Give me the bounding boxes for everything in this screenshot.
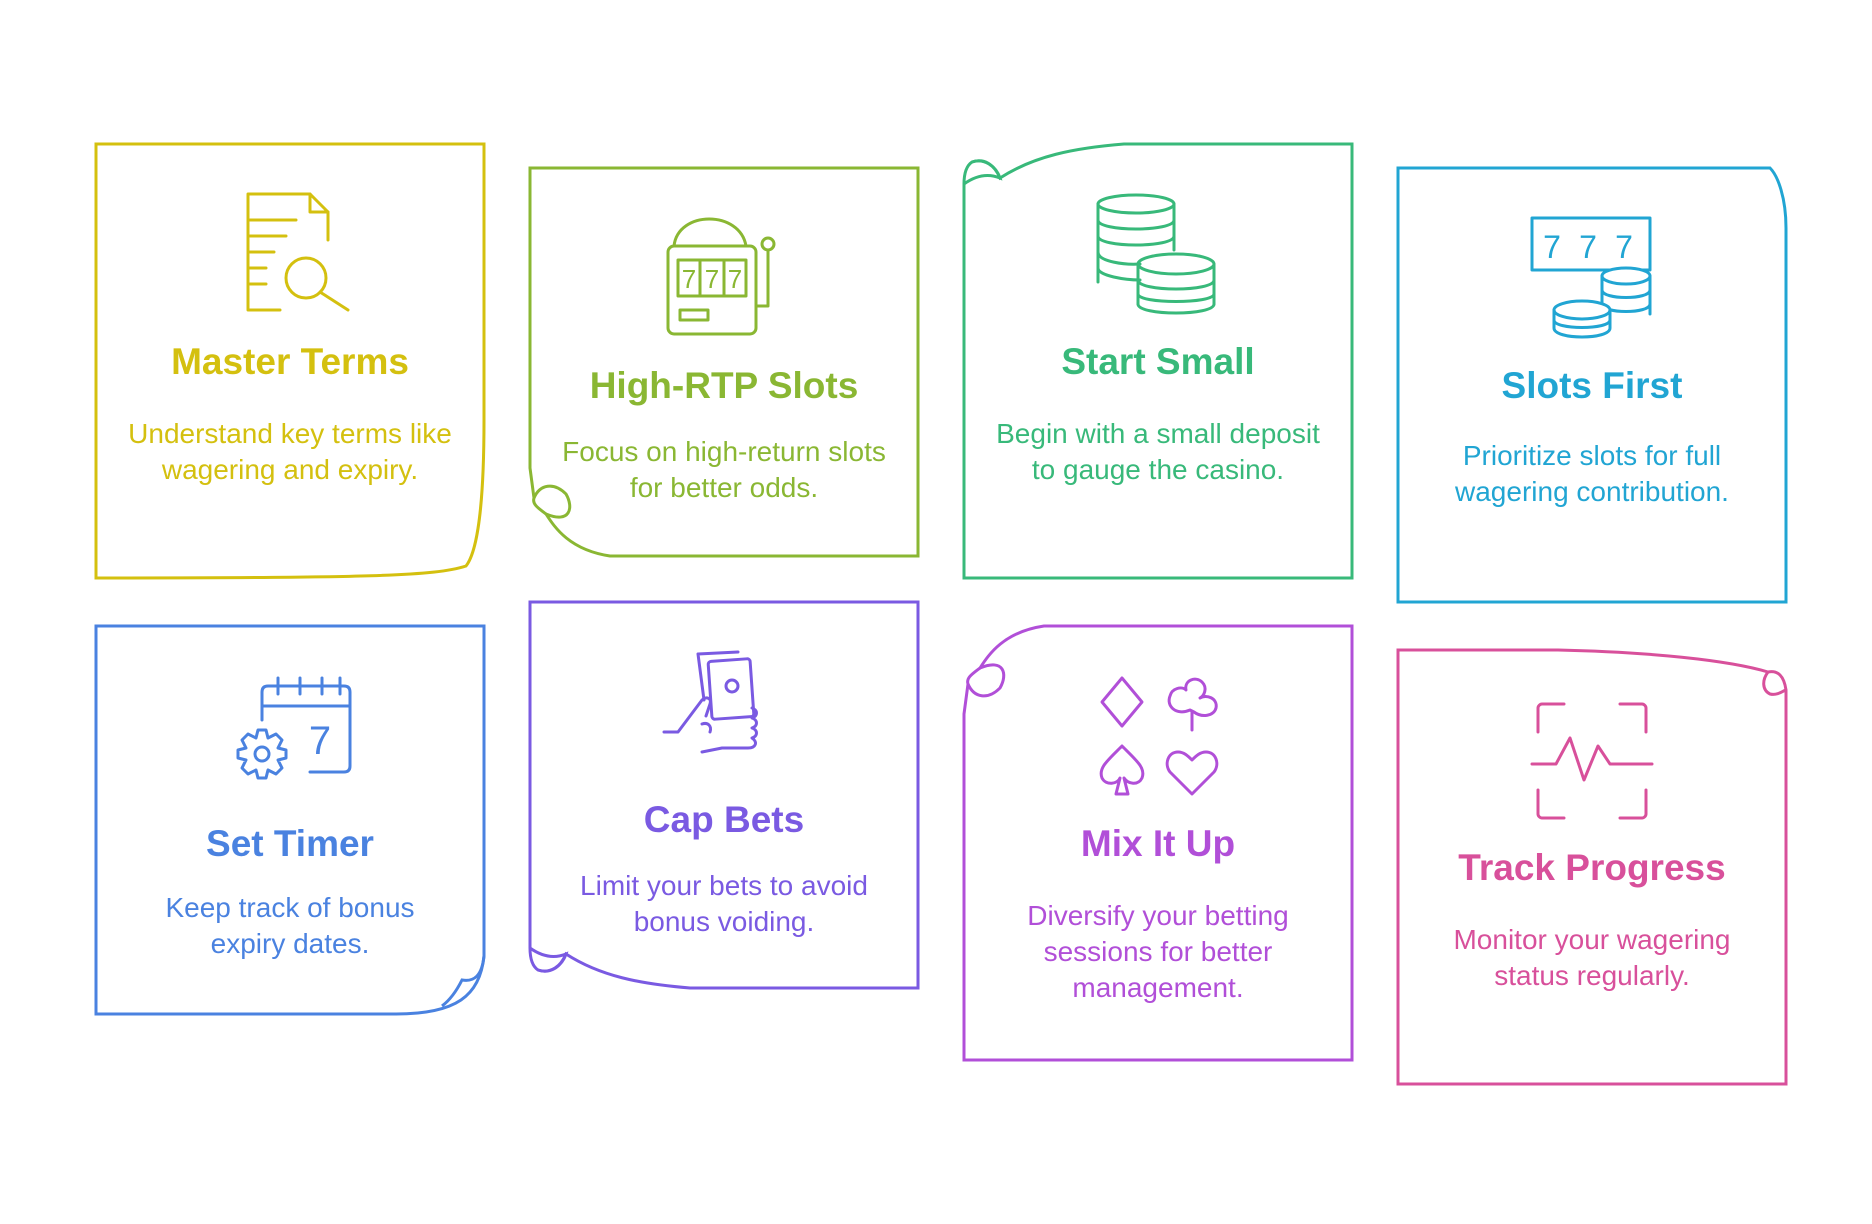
card-frame [962,624,1354,1062]
card-title: Mix It Up [1080,823,1236,864]
card-high-rtp-slots: 7 7 7 High-RTP Slots Focus on high-retur… [528,166,920,604]
card-description: Focus on high-return slots for better od… [562,436,886,503]
card-title: Slots First [1501,365,1683,406]
card-master-terms: Master Terms Understand key terms like w… [94,142,486,580]
card-title: Master Terms [171,341,409,382]
card-frame [1396,166,1788,604]
slot-machine-icon: 7 7 7 [530,216,918,336]
reel-digit: 7 [705,264,719,294]
card-start-small: Start Small Begin with a small deposit t… [962,142,1354,580]
card-set-timer: 7 Set Timer Keep track of bonus expiry d… [94,624,486,1062]
card-frame [528,166,920,558]
card-title: Start Small [1061,341,1255,382]
card-description: Monitor your wagering status regularly. [1453,924,1731,991]
reel-digit: 7 [1579,229,1597,265]
pulse-scan-icon [1398,702,1786,822]
card-description: Limit your bets to avoid bonus voiding. [580,870,868,937]
card-description: Prioritize slots for full wagering contr… [1455,440,1729,507]
calendar-day: 7 [309,719,331,763]
card-title: Set Timer [206,823,374,864]
card-frame [528,600,920,990]
document-search-icon [96,192,484,312]
slots-coins-icon: 7 7 7 [1398,216,1786,340]
card-title: High-RTP Slots [589,365,859,406]
card-title: Track Progress [1458,847,1726,888]
card-frame [94,624,486,1016]
card-frame [94,142,486,580]
card-suits-icon [964,676,1352,800]
card-mix-it-up: Mix It Up Diversify your betting session… [962,624,1354,1062]
card-description: Begin with a small deposit to gauge the … [996,418,1320,485]
reel-digit: 7 [682,264,696,294]
card-frame [1396,648,1788,1086]
card-frame [962,142,1354,580]
card-description: Diversify your betting sessions for bett… [1027,900,1289,1003]
reel-digit: 7 [1543,229,1561,265]
card-track-progress: Track Progress Monitor your wagering sta… [1396,648,1788,1086]
card-cap-bets: Cap Bets Limit your bets to avoid bonus … [528,600,920,1038]
coin-stacks-icon [964,192,1352,316]
calendar-gear-icon: 7 [96,676,484,802]
reel-digit: 7 [1615,229,1633,265]
card-description: Keep track of bonus expiry dates. [165,892,415,959]
card-slots-first: 7 7 7 Slots First Prioritize slots for f… [1396,166,1788,604]
hand-cards-icon [530,650,918,774]
card-description: Understand key terms like wagering and e… [128,418,452,485]
reel-digit: 7 [728,264,742,294]
card-title: Cap Bets [643,799,805,840]
